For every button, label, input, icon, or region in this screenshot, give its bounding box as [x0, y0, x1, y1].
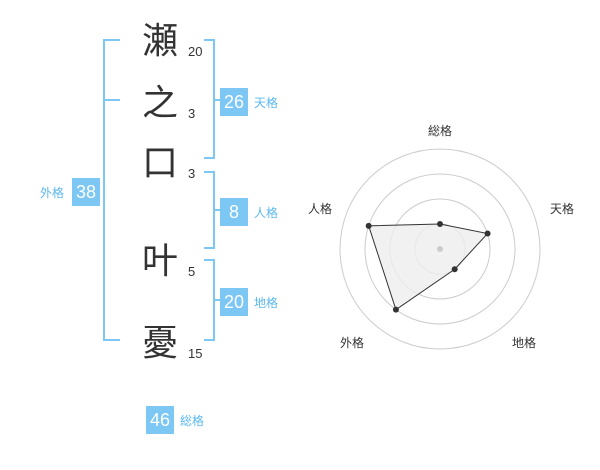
- radar-grid-ring: [339, 148, 541, 350]
- tenkaku-value: 26: [220, 88, 248, 116]
- stroke-count-3: 3: [188, 166, 196, 181]
- radar-grid-ring: [364, 173, 516, 325]
- radar-label-jinkaku: 人格: [308, 202, 333, 216]
- radar-label-chikaku: 地格: [512, 336, 537, 350]
- stroke-count-2: 3: [188, 106, 196, 121]
- name-char-5: 憂: [142, 323, 179, 364]
- stroke-count-1: 20: [188, 44, 203, 59]
- soukaku-value: 46: [146, 406, 174, 434]
- radar-data-point: [392, 306, 399, 313]
- gaikaku-value: 38: [72, 178, 100, 206]
- stroke-count-5: 15: [188, 346, 203, 361]
- name-char-4: 叶: [142, 241, 179, 282]
- jinkaku-label: 人格: [254, 206, 279, 220]
- radar-data-point: [437, 221, 443, 227]
- name-char-1: 瀬: [142, 21, 179, 62]
- chikaku-value: 20: [220, 288, 248, 316]
- radar-label-tenkaku: 天格: [550, 202, 575, 216]
- chikaku-label: 地格: [254, 296, 279, 310]
- name-char-3: 口: [142, 143, 179, 184]
- name-char-2: 之: [142, 83, 179, 124]
- radar-series-area: [367, 223, 489, 311]
- radar-label-gaikaku: 外格: [340, 336, 365, 350]
- stroke-count-4: 5: [188, 264, 196, 279]
- radar-data-point: [451, 266, 458, 273]
- tenkaku-label: 天格: [254, 96, 279, 110]
- radar-center-point: [437, 246, 443, 252]
- radar-data-point: [365, 222, 372, 229]
- jinkaku-value: 8: [220, 198, 248, 226]
- radar-label-soukaku: 総格: [428, 124, 453, 138]
- gaikaku-label: 外格: [40, 186, 65, 200]
- soukaku-label: 総格: [180, 414, 205, 428]
- radar-data-point: [484, 230, 491, 237]
